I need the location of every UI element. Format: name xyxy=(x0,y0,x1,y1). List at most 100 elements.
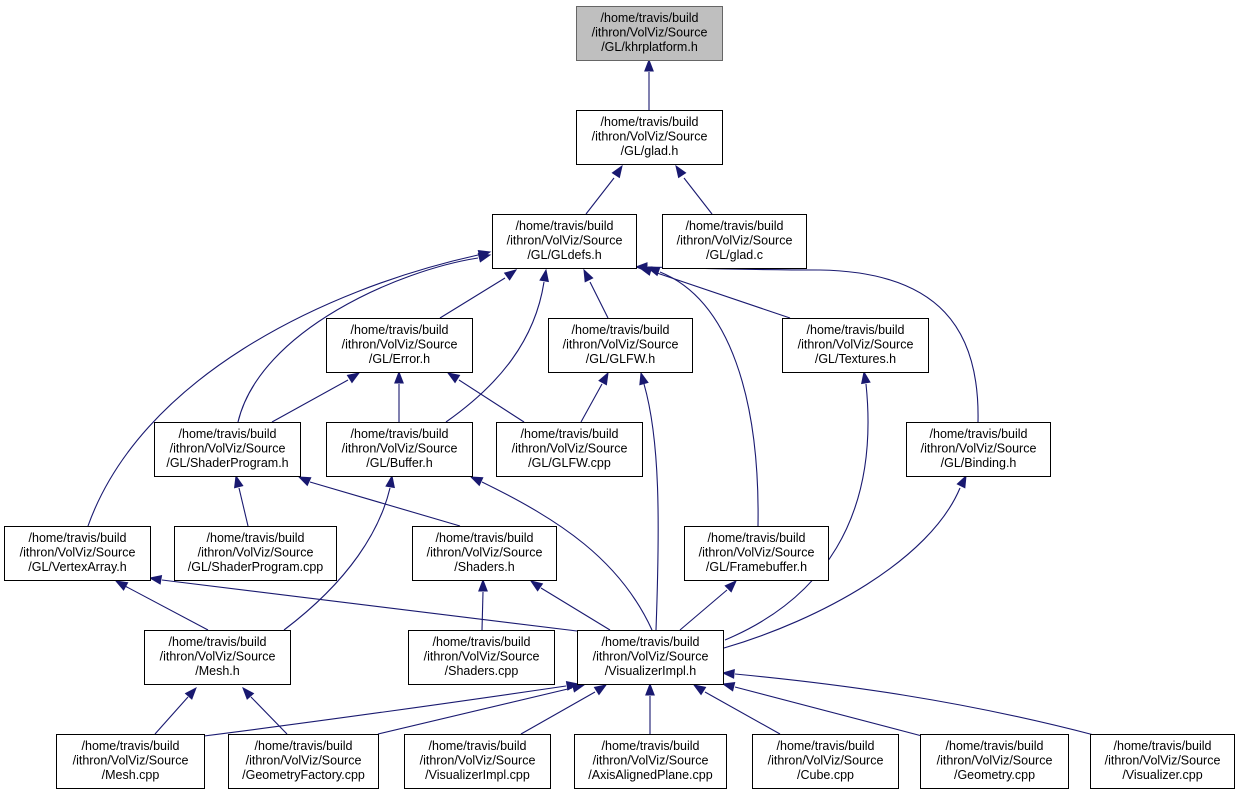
node-label-line: /home/travis/build xyxy=(602,635,700,649)
node-box xyxy=(408,630,555,685)
node-label-line: /ithron/VolViz/Source xyxy=(512,442,628,456)
node-label-line: /ithron/VolViz/Source xyxy=(798,338,914,352)
node-label: /home/travis/build/ithron/VolViz/Source/… xyxy=(798,323,914,366)
node-buffer-h[interactable]: /home/travis/build/ithron/VolViz/Source/… xyxy=(326,422,473,477)
node-label-line: /ithron/VolViz/Source xyxy=(424,650,540,664)
node-label: /home/travis/build/ithron/VolViz/Source/… xyxy=(507,219,623,262)
node-label-line: /ithron/VolViz/Source xyxy=(1105,754,1221,768)
node-label-line: /GL/ShaderProgram.cpp xyxy=(188,560,324,574)
node-label-line: /home/travis/build xyxy=(601,11,699,25)
arrowhead xyxy=(469,476,484,487)
node-label-line: /GL/ShaderProgram.h xyxy=(166,456,288,470)
arrowhead xyxy=(956,474,967,489)
node-shaders-h[interactable]: /home/travis/build/ithron/VolViz/Source/… xyxy=(412,526,557,581)
node-box xyxy=(412,526,557,581)
node-visualizerimpl-h[interactable]: /home/travis/build/ithron/VolViz/Source/… xyxy=(577,630,724,685)
node-label-line: /home/travis/build xyxy=(433,635,531,649)
node-label-line: /GL/Buffer.h xyxy=(366,456,433,470)
edge-line xyxy=(734,673,1095,736)
arrowhead xyxy=(148,575,163,585)
node-axisalignedplane-cpp[interactable]: /home/travis/build/ithron/VolViz/Source/… xyxy=(574,734,727,789)
node-box xyxy=(782,318,929,373)
node-shaderprogram-cpp[interactable]: /home/travis/build/ithron/VolViz/Source/… xyxy=(174,526,337,581)
arrowhead xyxy=(611,164,623,179)
node-visualizerimpl-cpp[interactable]: /home/travis/build/ithron/VolViz/Source/… xyxy=(404,734,551,789)
node-visualizer-cpp[interactable]: /home/travis/build/ithron/VolViz/Source/… xyxy=(1090,734,1235,789)
edge-line xyxy=(271,379,349,423)
node-vertexarray-h[interactable]: /home/travis/build/ithron/VolViz/Source/… xyxy=(4,526,151,581)
edge-line xyxy=(161,579,578,632)
edge-line xyxy=(445,281,545,423)
arrowhead xyxy=(477,250,492,260)
node-label-line: /ithron/VolViz/Source xyxy=(699,546,815,560)
edge-line xyxy=(643,383,659,631)
node-box xyxy=(228,734,379,789)
node-cube-cpp[interactable]: /home/travis/build/ithron/VolViz/Source/… xyxy=(752,734,899,789)
arrowhead xyxy=(242,686,255,700)
node-box xyxy=(684,526,829,581)
node-label-line: /ithron/VolViz/Source xyxy=(20,546,136,560)
node-binding-h[interactable]: /home/travis/build/ithron/VolViz/Source/… xyxy=(906,422,1051,477)
node-glad-h[interactable]: /home/travis/build/ithron/VolViz/Source/… xyxy=(576,110,723,165)
node-label: /home/travis/build/ithron/VolViz/Source/… xyxy=(427,531,543,574)
node-label-line: /Mesh.cpp xyxy=(102,768,160,782)
node-glad-c[interactable]: /home/travis/build/ithron/VolViz/Source/… xyxy=(662,214,807,269)
node-label-line: /GL/Error.h xyxy=(369,352,430,366)
edge-line xyxy=(723,487,961,649)
node-label: /home/travis/build/ithron/VolViz/Source/… xyxy=(160,635,276,678)
edge-line xyxy=(124,585,209,631)
edge-line xyxy=(520,691,596,735)
node-geometry-cpp[interactable]: /home/travis/build/ithron/VolViz/Source/… xyxy=(920,734,1069,789)
arrowhead xyxy=(184,686,197,700)
node-mesh-h[interactable]: /home/travis/build/ithron/VolViz/Source/… xyxy=(144,630,291,685)
node-label-line: /home/travis/build xyxy=(930,427,1028,441)
node-label-line: /GL/glad.h xyxy=(621,144,679,158)
edge-line xyxy=(580,383,603,423)
edge-line xyxy=(154,696,189,735)
edge-glad_h-to-khrplatform_h xyxy=(644,58,654,110)
arrowhead xyxy=(639,371,649,386)
edge-line xyxy=(283,487,391,631)
node-framebuffer-h[interactable]: /home/travis/build/ithron/VolViz/Source/… xyxy=(684,526,829,581)
node-shaderprogram-h[interactable]: /home/travis/build/ithron/VolViz/Source/… xyxy=(154,422,301,477)
node-box xyxy=(576,110,723,165)
node-box xyxy=(326,422,473,477)
edge-line xyxy=(653,271,791,319)
node-glfw-h[interactable]: /home/travis/build/ithron/VolViz/Source/… xyxy=(548,318,693,373)
node-label-line: /VisualizerImpl.cpp xyxy=(425,768,530,782)
node-label-line: /ithron/VolViz/Source xyxy=(160,650,276,664)
arrowhead xyxy=(346,372,361,384)
node-label-line: /home/travis/build xyxy=(351,323,449,337)
node-box xyxy=(577,630,724,685)
node-gldefs-h[interactable]: /home/travis/build/ithron/VolViz/Source/… xyxy=(492,214,637,269)
node-label: /home/travis/build/ithron/VolViz/Source/… xyxy=(768,739,884,782)
node-textures-h[interactable]: /home/travis/build/ithron/VolViz/Source/… xyxy=(782,318,929,373)
edge-line xyxy=(679,589,728,631)
edge-visualizerimpl_cpp-to-visualizerimpl_h xyxy=(520,684,608,735)
node-box xyxy=(1090,734,1235,789)
nodes: /home/travis/build/ithron/VolViz/Source/… xyxy=(4,6,1235,789)
node-label-line: /ithron/VolViz/Source xyxy=(170,442,286,456)
node-geometryfactory-cpp[interactable]: /home/travis/build/ithron/VolViz/Source/… xyxy=(228,734,379,789)
edge-glad_c-to-glad_h xyxy=(675,164,713,215)
node-shaders-cpp[interactable]: /home/travis/build/ithron/VolViz/Source/… xyxy=(408,630,555,685)
node-label-line: /ithron/VolViz/Source xyxy=(677,234,793,248)
edge-line xyxy=(458,379,525,423)
node-label-line: /AxisAlignedPlane.cpp xyxy=(588,768,712,782)
node-label-line: /ithron/VolViz/Source xyxy=(342,442,458,456)
node-khrplatform-h[interactable]: /home/travis/build/ithron/VolViz/Source/… xyxy=(576,6,723,61)
edges xyxy=(87,58,1095,737)
edge-line xyxy=(589,281,609,319)
arrowhead xyxy=(646,266,661,277)
edge-axisalignedplane_cpp-to-visualizerimpl_h xyxy=(645,682,655,734)
node-glfw-cpp[interactable]: /home/travis/build/ithron/VolViz/Source/… xyxy=(496,422,643,477)
node-error-h[interactable]: /home/travis/build/ithron/VolViz/Source/… xyxy=(326,318,473,373)
node-label-line: /ithron/VolViz/Source xyxy=(246,754,362,768)
edge-line xyxy=(439,277,506,319)
node-mesh-cpp[interactable]: /home/travis/build/ithron/VolViz/Source/… xyxy=(56,734,205,789)
edge-line xyxy=(238,487,249,527)
node-label: /home/travis/build/ithron/VolViz/Source/… xyxy=(420,739,536,782)
node-label: /home/travis/build/ithron/VolViz/Source/… xyxy=(188,531,324,574)
node-label-line: /GL/Framebuffer.h xyxy=(706,560,807,574)
